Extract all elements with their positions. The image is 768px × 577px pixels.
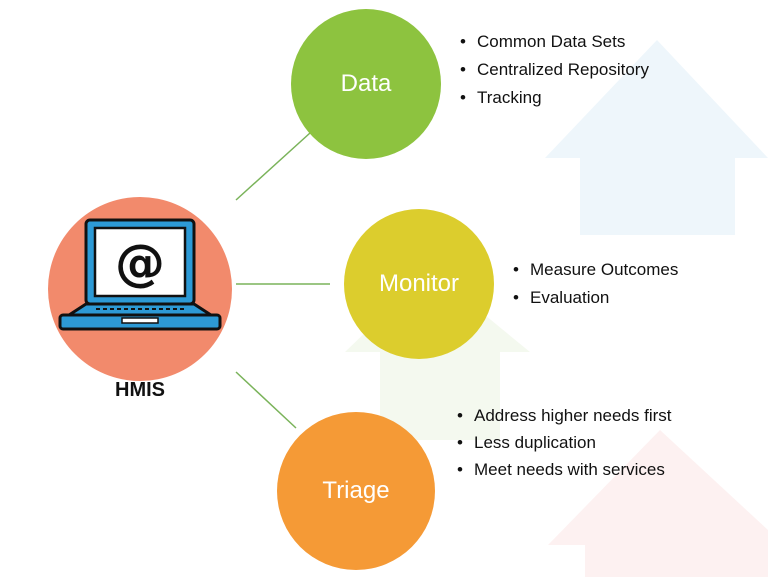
monitor-bullet-list: Measure Outcomes Evaluation [512, 256, 678, 312]
node-triage: Triage [277, 412, 435, 570]
connector-data [235, 132, 311, 201]
laptop-at-sign-icon: @ [58, 218, 222, 331]
list-item: Tracking [459, 84, 649, 112]
node-monitor-label: Monitor [378, 270, 460, 297]
bg-house-blue [545, 40, 768, 235]
node-monitor: Monitor [344, 209, 494, 359]
bg-house-pink [548, 430, 768, 577]
node-data: Data [291, 9, 441, 159]
list-item: Less duplication [456, 430, 686, 455]
list-item: Meet needs with services [456, 457, 686, 482]
list-item: Measure Outcomes [512, 256, 678, 284]
node-data-label: Data [340, 70, 392, 97]
list-item: Common Data Sets [459, 28, 649, 56]
hmis-label: HMIS [115, 379, 165, 401]
list-item: Centralized Repository [459, 56, 649, 84]
data-bullet-list: Common Data Sets Centralized Repository … [459, 28, 649, 112]
list-item: Evaluation [512, 284, 678, 312]
connector-triage [235, 371, 297, 429]
at-sign-symbol: @ [115, 234, 165, 292]
hmis-laptop-circle: @ [48, 197, 232, 381]
node-triage-label: Triage [322, 477, 390, 504]
triage-bullet-list: Address higher needs first Less duplicat… [456, 403, 686, 484]
list-item: Address higher needs first [456, 403, 686, 428]
